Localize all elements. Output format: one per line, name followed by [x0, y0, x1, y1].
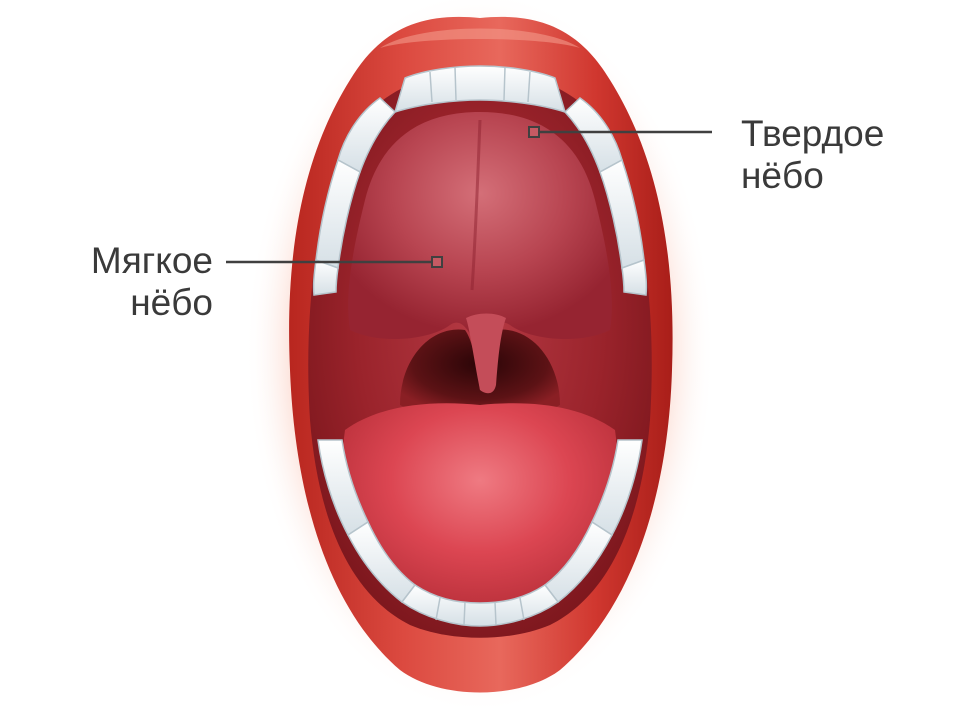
- throat: [400, 329, 560, 415]
- hard-palate-label-line1: Твердое: [741, 113, 885, 154]
- hard-palate-pointer: [528, 126, 712, 138]
- soft-palate-pointer: [226, 256, 443, 268]
- hard-palate-label: Твердое нёбо: [741, 113, 884, 197]
- tongue: [342, 403, 618, 624]
- lower-teeth: [317, 439, 643, 627]
- lower-teeth-gaps: [435, 597, 525, 626]
- soft-palate-label-line1: Мягкое: [90, 240, 213, 281]
- hard-palate-label-line2: нёбо: [741, 155, 824, 196]
- uvula: [466, 313, 506, 394]
- lip-highlight: [380, 28, 580, 48]
- upper-teeth-gaps: [429, 66, 531, 103]
- palate: [348, 112, 612, 345]
- upper-teeth: [312, 65, 648, 296]
- palate-midline: [470, 119, 482, 291]
- soft-palate-label: Мягкое нёбо: [70, 240, 213, 324]
- soft-palate-label-line2: нёбо: [130, 282, 213, 323]
